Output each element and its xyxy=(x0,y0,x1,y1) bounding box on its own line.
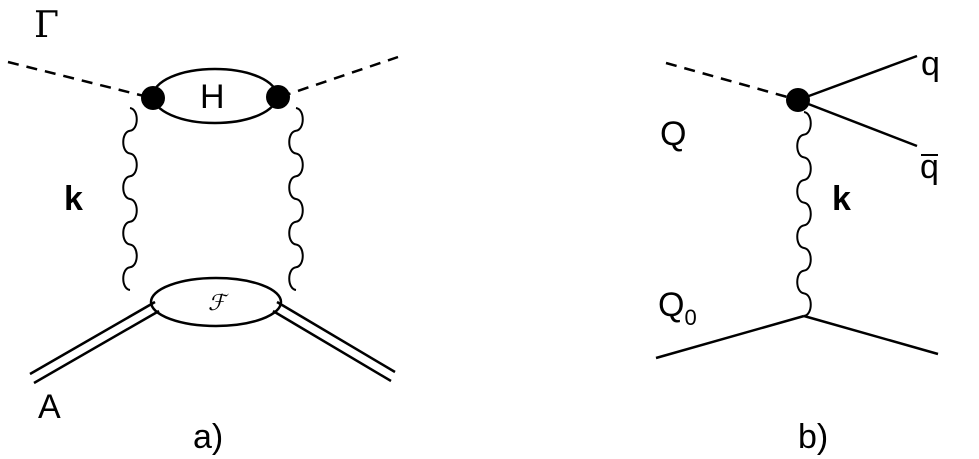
target-out-line-2 xyxy=(272,309,392,383)
vertex-left-a xyxy=(141,86,165,110)
panel-label-b: b) xyxy=(798,418,828,456)
panel-label-a: a) xyxy=(193,418,223,456)
h-label: H xyxy=(200,78,225,116)
target-in-line-1 xyxy=(29,300,156,376)
k-label-a: k xyxy=(64,180,83,218)
target-in-line-2 xyxy=(33,309,160,385)
a-label: A xyxy=(38,388,61,426)
diagram-a: Γ H k ℱ A a) xyxy=(7,5,399,456)
vertex-top-b xyxy=(786,88,810,112)
lower-out-line xyxy=(803,314,939,356)
incoming-dashed-line-a xyxy=(7,60,153,100)
gluon-right-a xyxy=(288,107,304,291)
antiquark-line xyxy=(797,98,918,148)
lower-in-line xyxy=(655,314,805,360)
antiquark-label: q xyxy=(920,148,939,186)
quark-line xyxy=(797,54,918,102)
incoming-dashed-line-b xyxy=(665,61,799,102)
gluon-b xyxy=(796,111,812,317)
q-label-incoming: Q xyxy=(660,115,686,153)
outgoing-dashed-line-a xyxy=(279,55,399,99)
q0-label: Q0 xyxy=(658,286,697,330)
f-label: ℱ xyxy=(208,291,229,316)
quark-label: q xyxy=(921,45,940,83)
diagram-b: Q q q k Q0 b) xyxy=(655,45,940,456)
f-blob xyxy=(149,276,283,328)
q0-main: Q xyxy=(658,286,684,324)
k-label-b: k xyxy=(832,180,851,218)
gluon-left-a xyxy=(122,107,138,291)
vertex-right-a xyxy=(266,85,290,109)
q0-subscript: 0 xyxy=(684,305,696,330)
target-out-line-1 xyxy=(276,300,396,374)
gamma-label: Γ xyxy=(34,5,59,46)
